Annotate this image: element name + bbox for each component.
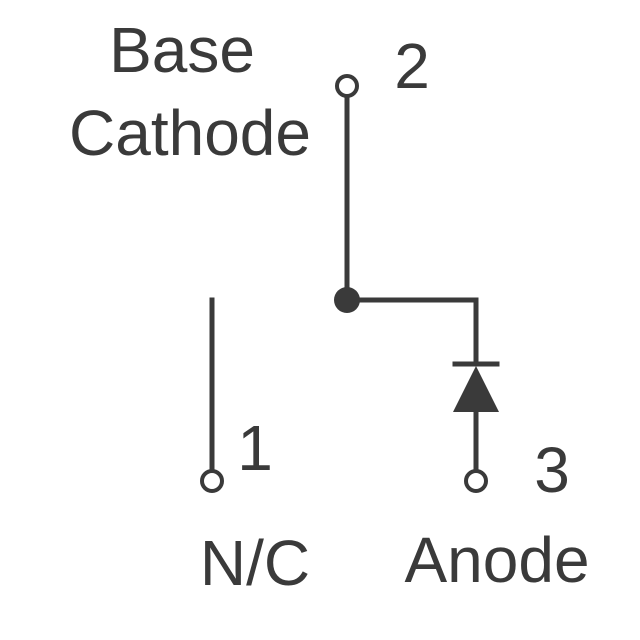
cathode-label: Cathode xyxy=(69,97,311,169)
base-label: Base xyxy=(109,14,255,86)
pin-1-label: 1 xyxy=(237,412,273,484)
anode-label: Anode xyxy=(404,524,589,596)
pin-3-label: 3 xyxy=(534,434,570,506)
pin-3-terminal xyxy=(464,469,488,493)
diode-triangle-icon xyxy=(453,366,499,412)
junction-dot xyxy=(334,287,360,313)
nc-label: N/C xyxy=(200,527,310,599)
pin-2-terminal xyxy=(335,74,359,98)
pin-1-terminal xyxy=(200,469,224,493)
pin-2-label: 2 xyxy=(394,30,430,102)
